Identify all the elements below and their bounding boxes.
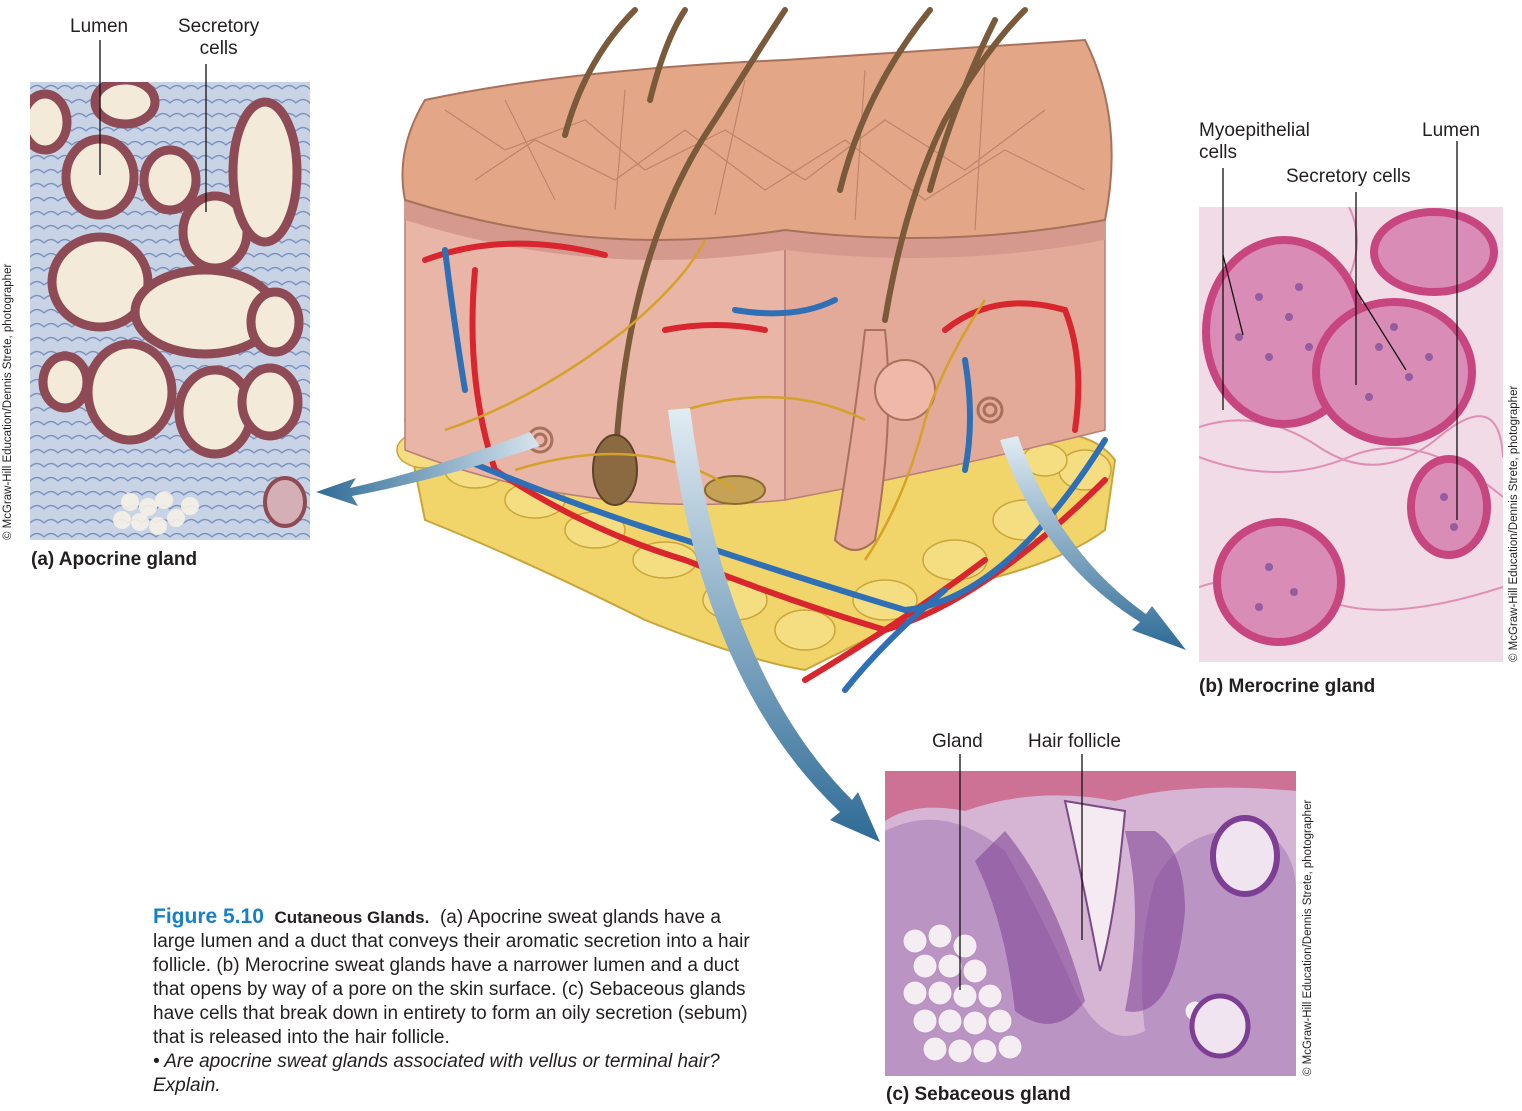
label-secretory-cells-b: Secretory cells: [1286, 166, 1411, 188]
figure-title: Cutaneous Glands.: [274, 908, 429, 927]
credit-a: © McGraw-Hill Education/Dennis Strete, p…: [2, 264, 14, 540]
figure-caption: Figure 5.10 Cutaneous Glands. (a) Apocri…: [153, 905, 753, 1098]
skin-illustration: [385, 0, 1145, 715]
credit-b: © McGraw-Hill Education/Dennis Strete, p…: [1508, 386, 1520, 662]
panel-a-title: (a) Apocrine gland: [31, 549, 197, 571]
figure-question: • Are apocrine sweat glands associated w…: [153, 1050, 753, 1098]
label-gland: Gland: [932, 731, 983, 753]
figure-caption-text: (a) Apocrine sweat glands have a large l…: [153, 907, 750, 1048]
figure-number: Figure 5.10: [153, 905, 264, 928]
leader-lines-a: [0, 0, 320, 240]
panel-b-title: (b) Merocrine gland: [1199, 676, 1375, 698]
label-hair-follicle: Hair follicle: [1028, 731, 1121, 753]
label-lumen-b: Lumen: [1422, 120, 1480, 142]
merocrine-micrograph: [1199, 207, 1503, 662]
credit-c: © McGraw-Hill Education/Dennis Strete, p…: [1302, 800, 1314, 1076]
panel-c-title: (c) Sebaceous gland: [886, 1084, 1071, 1106]
sebaceous-micrograph: [885, 771, 1296, 1076]
